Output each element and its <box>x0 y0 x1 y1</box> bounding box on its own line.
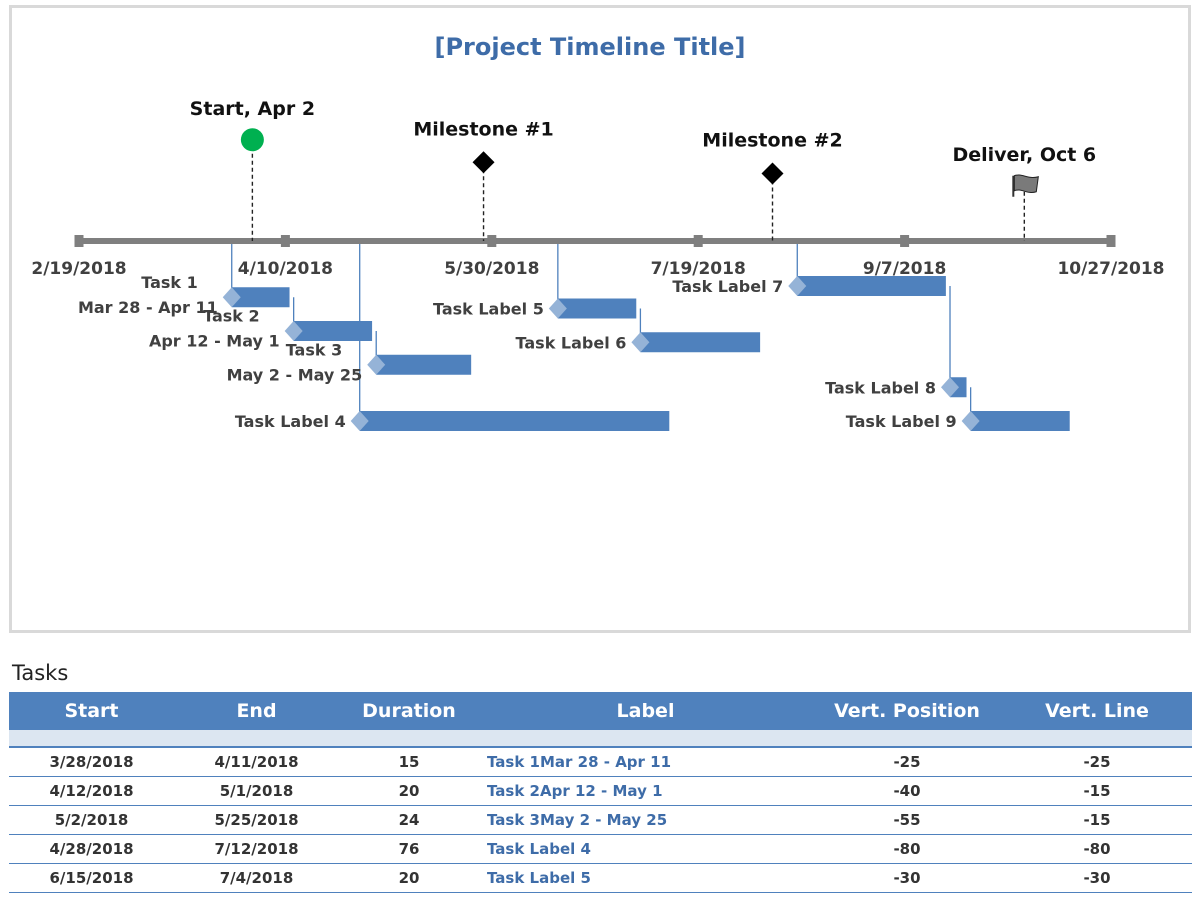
task-start-diamond <box>631 332 650 353</box>
cell-label: Task Label 4 <box>479 834 812 864</box>
milestone-diamond-icon <box>761 162 784 185</box>
cell-duration: 20 <box>339 776 479 806</box>
task-label: Task Label 7 <box>672 277 783 296</box>
cell-label: Task 3May 2 - May 25 <box>479 805 812 835</box>
cell-vert-position: -30 <box>812 863 1002 893</box>
task-start-diamond <box>548 298 567 319</box>
column-header-end: End <box>174 692 339 730</box>
task-label: Task Label 6 <box>516 333 627 352</box>
task-bar <box>293 321 373 341</box>
table-row: 6/15/2018 7/4/2018 20 Task Label 5 -30 -… <box>9 863 1192 893</box>
task-label: Mar 28 - Apr 11 <box>78 298 218 317</box>
column-header-vert-position: Vert. Position <box>812 692 1002 730</box>
table-row: 4/12/2018 5/1/2018 20 Task 2Apr 12 - May… <box>9 776 1192 806</box>
milestone-label: Milestone #1 <box>413 118 553 140</box>
column-header-label: Label <box>479 692 812 730</box>
task-start-diamond <box>961 411 980 431</box>
task-label: Task 3 <box>286 340 343 359</box>
axis-tick-label: 2/19/2018 <box>31 259 126 279</box>
cell-duration: 20 <box>339 863 479 893</box>
chart-frame <box>9 5 1191 633</box>
axis-tick-label: 9/7/2018 <box>863 259 946 279</box>
task-label: May 2 - May 25 <box>227 365 363 384</box>
tasks-table: Start End Duration Label Vert. Position … <box>9 692 1192 893</box>
column-header-vert-line: Vert. Line <box>1002 692 1192 730</box>
task-start-diamond <box>367 354 386 375</box>
timeline-chart: [Project Timeline Title] 2/19/2018 4/10/20… <box>31 33 1165 431</box>
task-label: Task 2 <box>203 307 260 326</box>
milestone-label: Deliver, Oct 6 <box>952 144 1096 166</box>
task-start-diamond <box>284 321 303 341</box>
axis-tick-label: 5/30/2018 <box>444 259 539 279</box>
column-header-duration: Duration <box>339 692 479 730</box>
table-header-row: Start End Duration Label Vert. Position … <box>9 692 1192 730</box>
task-start-diamond <box>788 276 807 296</box>
cell-label: Task 1Mar 28 - Apr 11 <box>479 747 812 777</box>
cell-duration: 15 <box>339 747 479 777</box>
task-bar <box>231 287 290 308</box>
table-row: 3/28/2018 4/11/2018 15 Task 1Mar 28 - Ap… <box>9 747 1192 777</box>
axis-tick-mark <box>74 235 84 247</box>
task-label: Task Label 8 <box>825 378 936 397</box>
task-bar <box>359 411 670 431</box>
cell-start: 4/12/2018 <box>9 776 174 806</box>
task-label: Apr 12 - May 1 <box>149 332 280 351</box>
chart-title: [Project Timeline Title] <box>434 33 745 61</box>
cell-end: 5/1/2018 <box>174 776 339 806</box>
cell-start: 3/28/2018 <box>9 747 174 777</box>
axis-tick-mark <box>280 235 290 247</box>
cell-vert-position: -25 <box>812 747 1002 777</box>
task-start-diamond <box>350 411 369 431</box>
cell-end: 5/25/2018 <box>174 805 339 835</box>
axis-tick-label: 7/19/2018 <box>651 259 746 279</box>
milestone-label: Milestone #2 <box>702 130 842 152</box>
axis-tick-label: 10/27/2018 <box>1057 259 1164 279</box>
cell-duration: 76 <box>339 834 479 864</box>
milestone-diamond-icon <box>472 151 495 174</box>
axis-tick-mark <box>900 235 910 247</box>
cell-vert-position: -80 <box>812 834 1002 864</box>
task-bar <box>970 411 1070 431</box>
checkered-flag-icon <box>1013 174 1039 193</box>
task-label: Task Label 9 <box>846 412 957 431</box>
task-label: Task Label 4 <box>235 412 346 431</box>
cell-label: Task Label 5 <box>479 863 812 893</box>
table-row: 4/28/2018 7/12/2018 76 Task Label 4 -80 … <box>9 834 1192 864</box>
task-start-diamond <box>941 377 960 398</box>
cell-vert-line: -15 <box>1002 776 1192 806</box>
axis-tick-mark <box>693 235 703 247</box>
cell-start: 4/28/2018 <box>9 834 174 864</box>
cell-vert-line: -25 <box>1002 747 1192 777</box>
start-marker-icon <box>240 128 264 152</box>
cell-end: 7/4/2018 <box>174 863 339 893</box>
task-bar <box>557 298 637 319</box>
column-header-start: Start <box>9 692 174 730</box>
cell-vert-line: -15 <box>1002 805 1192 835</box>
cell-start: 5/2/2018 <box>9 805 174 835</box>
cell-vert-position: -55 <box>812 805 1002 835</box>
task-start-diamond <box>222 287 241 308</box>
cell-vert-position: -40 <box>812 776 1002 806</box>
task-label: Task Label 5 <box>433 300 544 319</box>
axis-tick-label: 4/10/2018 <box>238 259 333 279</box>
task-bar <box>376 354 472 375</box>
cell-duration: 24 <box>339 805 479 835</box>
cell-vert-line: -80 <box>1002 834 1192 864</box>
task-bar <box>640 332 761 353</box>
cell-end: 7/12/2018 <box>174 834 339 864</box>
cell-vert-line: -30 <box>1002 863 1192 893</box>
cell-start: 6/15/2018 <box>9 863 174 893</box>
cell-end: 4/11/2018 <box>174 747 339 777</box>
task-label: Task 1 <box>141 273 198 292</box>
tasks-heading: Tasks <box>12 661 69 685</box>
axis-tick-mark <box>1106 235 1116 247</box>
cell-label: Task 2Apr 12 - May 1 <box>479 776 812 806</box>
axis-tick-mark <box>487 235 497 247</box>
milestone-label: Start, Apr 2 <box>190 98 315 120</box>
task-bar <box>797 276 946 296</box>
table-row: 5/2/2018 5/25/2018 24 Task 3May 2 - May … <box>9 805 1192 835</box>
table-spacer-row <box>9 730 1192 748</box>
